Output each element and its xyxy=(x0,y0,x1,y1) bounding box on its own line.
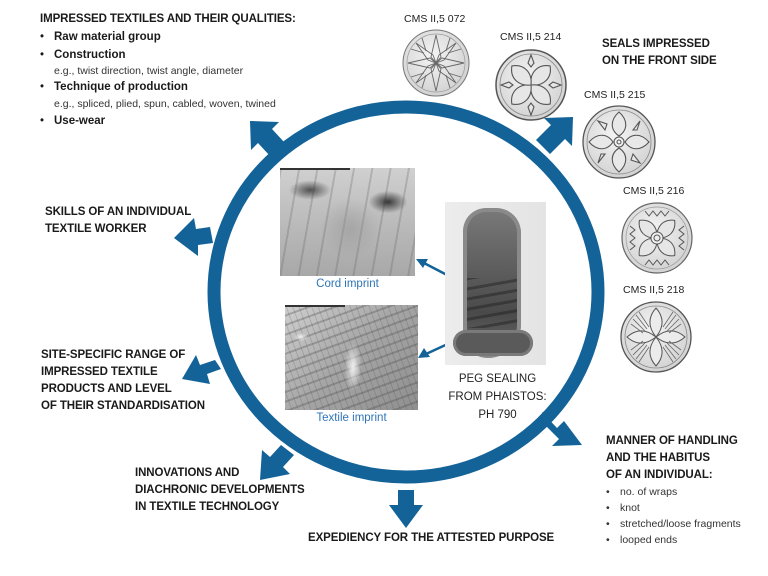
innovations-line: IN TEXTILE TECHNOLOGY xyxy=(135,501,280,513)
handling-item: stretched/loose fragments xyxy=(606,516,741,532)
seals-title-line: SEALS IMPRESSED xyxy=(602,38,710,50)
arrow-to-skills xyxy=(174,218,213,256)
seal-label: CMS II,5 215 xyxy=(584,89,646,101)
site-specific-label: SITE-SPECIFIC RANGE OF IMPRESSED TEXTILE… xyxy=(41,347,205,415)
pointer-head-cord xyxy=(416,259,428,268)
cord-imprint-caption: Cord imprint xyxy=(316,278,379,290)
site-specific-line: IMPRESSED TEXTILE xyxy=(41,366,158,378)
seal-label: CMS II,5 218 xyxy=(623,284,685,296)
arrow-to-site-specific xyxy=(182,355,221,384)
quality-item: Technique of production xyxy=(40,79,296,96)
innovations-line: INNOVATIONS AND xyxy=(135,467,240,479)
innovations-line: DIACHRONIC DEVELOPMENTS xyxy=(135,484,305,496)
qualities-title: IMPRESSED TEXTILES AND THEIR QUALITIES: xyxy=(40,13,296,25)
quality-detail: e.g., spliced, plied, spun, cabled, wove… xyxy=(54,98,276,110)
quality-item: Use-wear xyxy=(40,112,296,131)
scale-bar xyxy=(280,168,350,170)
innovations-label: INNOVATIONS AND DIACHRONIC DEVELOPMENTS … xyxy=(135,465,305,516)
expediency-label: EXPEDIENCY FOR THE ATTESTED PURPOSE xyxy=(308,532,555,544)
seal-215 xyxy=(582,105,656,179)
arrow-to-handling xyxy=(542,412,582,446)
qualities-block: IMPRESSED TEXTILES AND THEIR QUALITIES: … xyxy=(40,11,296,131)
seal-label: CMS II,5 214 xyxy=(500,31,562,43)
handling-line: OF AN INDIVIDUAL: xyxy=(606,469,713,481)
site-specific-line: PRODUCTS AND LEVEL xyxy=(41,383,172,395)
peg-label-line: PEG SEALING xyxy=(458,373,537,385)
handling-item: no. of wraps xyxy=(606,484,741,500)
seal-218 xyxy=(620,301,692,373)
arrow-to-seals xyxy=(536,117,573,154)
handling-block: MANNER OF HANDLING AND THE HABITUS OF AN… xyxy=(606,433,741,548)
handling-item: looped ends xyxy=(606,532,741,548)
skills-line: SKILLS OF AN INDIVIDUAL xyxy=(45,206,192,218)
site-specific-line: OF THEIR STANDARDISATION xyxy=(41,400,205,412)
peg-label-line: FROM PHAISTOS: xyxy=(448,391,547,403)
handling-line: MANNER OF HANDLING xyxy=(606,435,738,447)
seal-214 xyxy=(495,49,567,121)
textile-imprint-photo xyxy=(285,305,418,410)
seal-072 xyxy=(402,29,470,97)
peg-sealing-photo xyxy=(445,202,546,365)
seals-title-line: ON THE FRONT SIDE xyxy=(602,55,717,67)
peg-sealing-base xyxy=(453,330,533,356)
seal-label: CMS II,5 216 xyxy=(623,185,685,197)
handling-line: AND THE HABITUS xyxy=(606,452,710,464)
site-specific-line: SITE-SPECIFIC RANGE OF xyxy=(41,349,186,361)
textile-imprint-caption: Textile imprint xyxy=(316,412,387,424)
skills-line: TEXTILE WORKER xyxy=(45,223,147,235)
skills-label: SKILLS OF AN INDIVIDUAL TEXTILE WORKER xyxy=(45,204,191,238)
scale-bar xyxy=(285,305,345,307)
arrow-to-innovations xyxy=(260,445,294,480)
quality-item: Raw material group xyxy=(40,28,296,47)
seal-label: CMS II,5 072 xyxy=(404,13,466,25)
arrow-to-expediency xyxy=(389,490,423,528)
handling-item: knot xyxy=(606,500,741,516)
seal-216 xyxy=(621,202,693,274)
pointer-head-textile xyxy=(418,348,430,358)
peg-sealing-label: PEG SEALING FROM PHAISTOS: PH 790 xyxy=(430,370,565,424)
peg-label-line: PH 790 xyxy=(478,409,517,421)
quality-detail: e.g., twist direction, twist angle, diam… xyxy=(54,65,244,77)
central-ring xyxy=(207,100,605,484)
seals-title: SEALS IMPRESSED ON THE FRONT SIDE xyxy=(602,36,717,70)
cord-imprint-photo xyxy=(280,168,415,276)
quality-item: Construction xyxy=(40,47,296,63)
